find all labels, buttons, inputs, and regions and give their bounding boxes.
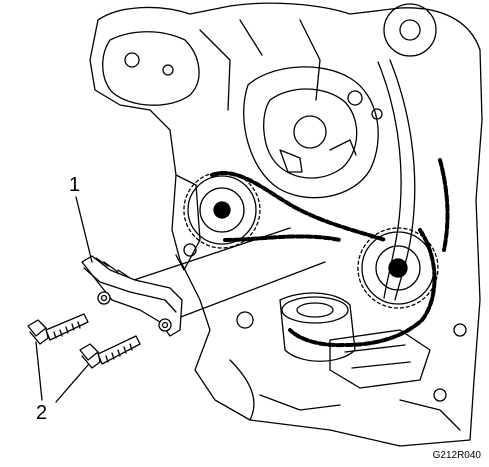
bolt-lower xyxy=(79,335,141,369)
figure-code: G212R040 xyxy=(432,450,481,461)
callout-label-2: 2 xyxy=(36,402,48,424)
left-casting-flange xyxy=(175,174,201,271)
engine-block-outline xyxy=(89,2,483,447)
left-sprocket-outer xyxy=(187,175,257,245)
upper-right-sprocket xyxy=(383,3,437,57)
right-sprocket-outer xyxy=(361,231,435,305)
timing-chain-upper-return xyxy=(223,234,342,242)
crankshaft-end xyxy=(281,296,349,324)
leader-line-upper xyxy=(121,227,291,285)
right-sprocket-hub xyxy=(388,258,408,278)
lower-bolt-hole xyxy=(183,243,197,257)
crankshaft-snout xyxy=(279,292,356,362)
upper-right-sprocket-hub xyxy=(399,19,421,41)
lower-guide-detail xyxy=(344,344,411,369)
casting-bolt-hole xyxy=(162,64,174,76)
chain-guide-part xyxy=(81,255,183,337)
right-sprocket-inner xyxy=(375,245,421,291)
callout-2-leader-upper xyxy=(35,341,43,401)
callout-2-leader-lower xyxy=(55,364,89,403)
pump-shaft xyxy=(293,115,327,149)
lower-bolt-hole xyxy=(453,323,467,337)
left-sprocket-hub xyxy=(213,201,231,219)
lower-casting xyxy=(229,359,461,431)
lower-bolt-hole xyxy=(433,388,447,402)
casting-ribs xyxy=(199,19,321,111)
upper-casting-contour xyxy=(102,31,200,106)
timing-chain-right-run xyxy=(438,158,450,252)
lower-bolt-hole xyxy=(236,311,254,329)
left-sprocket-teeth xyxy=(183,171,261,249)
left-sprocket-inner xyxy=(199,187,245,233)
leader-line-lower xyxy=(164,261,326,324)
right-sprocket-teeth xyxy=(357,227,439,309)
pump-bracket xyxy=(279,139,357,173)
pump-bolt xyxy=(371,108,383,120)
timing-chain-lower xyxy=(288,228,437,348)
crankshaft-keyway xyxy=(296,302,334,318)
lower-guide xyxy=(329,329,431,389)
pump-housing-inner xyxy=(263,88,358,179)
casting-bolt-hole xyxy=(124,52,140,68)
pump-bolt xyxy=(347,90,363,106)
bolt-upper xyxy=(27,313,89,345)
callout-1-leader xyxy=(75,196,93,263)
callout-label-1: 1 xyxy=(69,174,81,196)
pump-housing xyxy=(243,66,379,199)
